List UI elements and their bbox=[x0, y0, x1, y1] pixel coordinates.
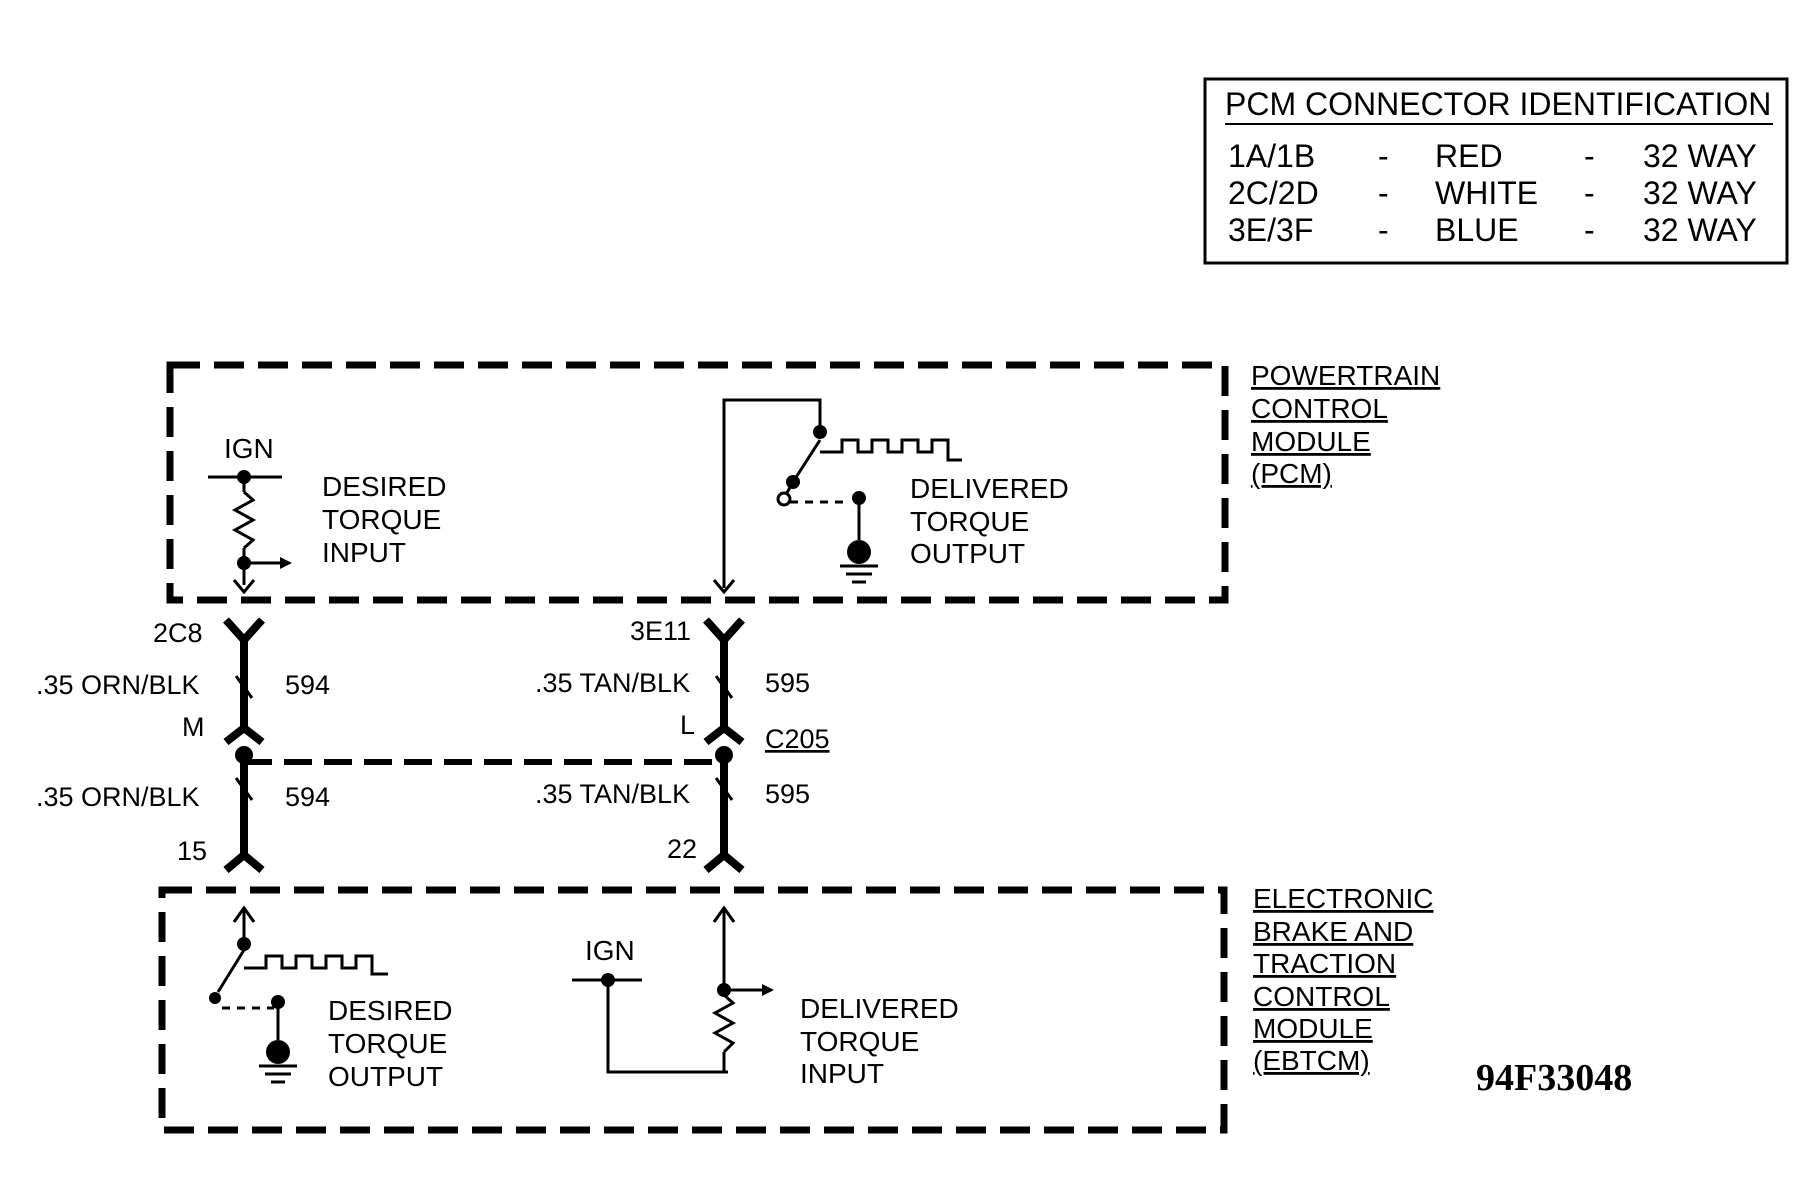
connector-c205-label: C205 bbox=[765, 724, 830, 754]
table-row-1-connector: 1A/1B bbox=[1228, 138, 1315, 174]
pcm-name-line-1: POWERTRAIN bbox=[1251, 360, 1440, 391]
ebtcm-ign-label: IGN bbox=[585, 935, 635, 966]
pcm-right-circuit-line-2: TORQUE bbox=[910, 506, 1029, 537]
pcm-sense-arrow-icon bbox=[280, 557, 292, 569]
ebtcm-sense-arrow-icon bbox=[762, 984, 774, 996]
pcm-pin-label-right: 3E11 bbox=[630, 616, 691, 646]
ebtcm-right-circuit-line-1: DELIVERED bbox=[800, 993, 959, 1024]
pcm-boundary bbox=[166, 361, 1229, 604]
c205-pin-m-female-icon bbox=[223, 722, 265, 746]
pcm-pwm-signal-icon bbox=[820, 438, 962, 462]
connector-identification-table: PCM CONNECTOR IDENTIFICATION 1A/1B - RED… bbox=[1203, 77, 1789, 265]
ebtcm-output-arrow-icon bbox=[232, 905, 256, 923]
pcm-name-line-2: CONTROL bbox=[1251, 393, 1388, 424]
ebtcm-name-line-1: ELECTRONIC bbox=[1253, 883, 1433, 914]
table-row-2-connector: 2C/2D bbox=[1228, 175, 1319, 211]
pcm-left-circuit-line-3: INPUT bbox=[322, 537, 406, 568]
ebtcm-output-switch bbox=[209, 905, 388, 1084]
pcm-pin-2c8-terminal-icon bbox=[223, 617, 265, 646]
ebtcm-pin-label-left: 15 bbox=[177, 836, 207, 866]
ebtcm-right-circuit-line-2: TORQUE bbox=[800, 1026, 919, 1057]
table-row-1-sep1: - bbox=[1378, 138, 1389, 174]
upper-circuit-label-right: 595 bbox=[765, 668, 810, 698]
pcm-pin-label-left: 2C8 bbox=[153, 618, 203, 648]
table-row-2-sep2: - bbox=[1584, 175, 1595, 211]
ebtcm-name-line-2: BRAKE AND bbox=[1253, 916, 1413, 947]
table-row-3-sep2: - bbox=[1584, 212, 1595, 248]
ebtcm-pin-label-right: 22 bbox=[667, 834, 697, 864]
ebtcm-resistor-icon bbox=[711, 993, 737, 1054]
pcm-output-arrow-icon bbox=[712, 579, 736, 595]
ebtcm-name: ELECTRONIC BRAKE AND TRACTION CONTROL MO… bbox=[1253, 883, 1433, 1076]
c205-pin-l-female-icon bbox=[703, 722, 745, 746]
table-row-3-sep1: - bbox=[1378, 212, 1389, 248]
ebtcm-left-circuit-line-2: TORQUE bbox=[328, 1028, 447, 1059]
ebtcm-name-line-6: (EBTCM) bbox=[1253, 1045, 1370, 1076]
table-row-1-size: 32 WAY bbox=[1643, 138, 1757, 174]
wire-594: 2C8 .35 ORN/BLK 594 M .35 ORN/BLK 594 15 bbox=[36, 617, 330, 874]
ebtcm-name-line-4: CONTROL bbox=[1253, 981, 1390, 1012]
connector-table-title: PCM CONNECTOR IDENTIFICATION bbox=[1225, 86, 1771, 122]
pcm-name: POWERTRAIN CONTROL MODULE (PCM) bbox=[1251, 360, 1440, 489]
table-row-3-size: 32 WAY bbox=[1643, 212, 1757, 248]
lower-circuit-label-right: 595 bbox=[765, 779, 810, 809]
pcm-right-circuit-line-1: DELIVERED bbox=[910, 473, 1069, 504]
table-row-1-color: RED bbox=[1435, 138, 1503, 174]
upper-circuit-label-left: 594 bbox=[285, 670, 330, 700]
pcm-right-circuit-line-3: OUTPUT bbox=[910, 538, 1025, 569]
pcm-name-line-4: (PCM) bbox=[1251, 458, 1332, 489]
pcm-left-circuit-line-2: TORQUE bbox=[322, 504, 441, 535]
pcm-name-line-3: MODULE bbox=[1251, 426, 1371, 457]
ebtcm-pin-22-terminal-icon bbox=[703, 849, 745, 874]
table-row-3-connector: 3E/3F bbox=[1228, 212, 1313, 248]
wire-595: 3E11 .35 TAN/BLK 595 L C205 .35 TAN/BLK … bbox=[535, 616, 830, 874]
pcm-ground-icon bbox=[847, 540, 871, 564]
pcm-ign-symbol: IGN bbox=[208, 433, 292, 595]
ebtcm-left-circuit-line-1: DESIRED bbox=[328, 995, 452, 1026]
lower-circuit-label-left: 594 bbox=[285, 782, 330, 812]
table-row-2-color: WHITE bbox=[1435, 175, 1538, 211]
table-row-2-sep1: - bbox=[1378, 175, 1389, 211]
pcm-input-arrow-icon bbox=[232, 579, 256, 595]
ebtcm-name-line-5: MODULE bbox=[1253, 1013, 1373, 1044]
pcm-output-switch bbox=[712, 398, 962, 595]
ebtcm-name-line-3: TRACTION bbox=[1253, 948, 1396, 979]
table-row-3-color: BLUE bbox=[1435, 212, 1519, 248]
c205-pin-label-right: L bbox=[680, 710, 695, 740]
figure-id: 94F33048 bbox=[1476, 1057, 1632, 1099]
lower-wire-label-left: .35 ORN/BLK bbox=[36, 782, 200, 812]
pcm-module: POWERTRAIN CONTROL MODULE (PCM) IGN DESI… bbox=[166, 360, 1440, 604]
table-row-1-sep2: - bbox=[1584, 138, 1595, 174]
pcm-pin-3e11-terminal-icon bbox=[703, 617, 745, 646]
upper-wire-label-right: .35 TAN/BLK bbox=[535, 668, 690, 698]
pcm-ign-label: IGN bbox=[224, 433, 274, 464]
ebtcm-pwm-signal-icon bbox=[244, 954, 388, 976]
pcm-left-circuit-line-1: DESIRED bbox=[322, 471, 446, 502]
ebtcm-module: ELECTRONIC BRAKE AND TRACTION CONTROL MO… bbox=[158, 883, 1433, 1134]
lower-wire-label-right: .35 TAN/BLK bbox=[535, 779, 690, 809]
upper-wire-label-left: .35 ORN/BLK bbox=[36, 670, 200, 700]
ebtcm-input-arrow-icon bbox=[712, 905, 736, 923]
c205-pin-label-left: M bbox=[182, 712, 205, 742]
ebtcm-right-circuit-line-3: INPUT bbox=[800, 1058, 884, 1089]
wire-break-icon bbox=[234, 675, 254, 699]
ebtcm-ground-icon bbox=[266, 1040, 290, 1064]
ebtcm-left-circuit-line-3: OUTPUT bbox=[328, 1061, 443, 1092]
ebtcm-boundary bbox=[158, 886, 1228, 1134]
pcm-resistor-icon bbox=[231, 490, 257, 550]
ebtcm-pin-15-terminal-icon bbox=[223, 849, 265, 874]
ebtcm-input-circuit: IGN bbox=[572, 905, 774, 1074]
table-row-2-size: 32 WAY bbox=[1643, 175, 1757, 211]
